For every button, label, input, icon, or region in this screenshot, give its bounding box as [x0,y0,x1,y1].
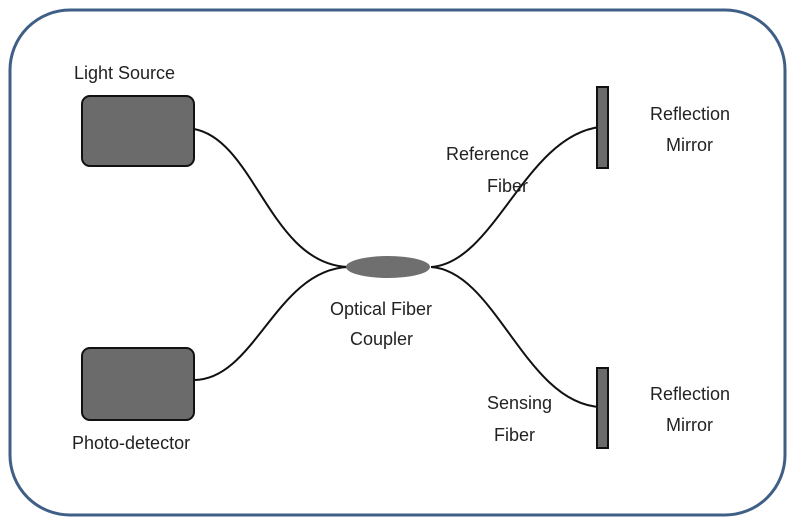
sensing-fiber [430,266,601,408]
photo-detector-box [81,347,195,421]
reflection-mirror-top-label-line2: Mirror [666,135,713,155]
coupler-label-line1: Optical Fiber [330,299,432,319]
photo-detector-fiber [193,266,349,381]
reference-fiber-label-line2: Fiber [487,176,528,196]
reflection-mirror-top-label-line1: Reflection [650,104,730,124]
reflection-mirror-bottom-label-line1: Reflection [650,384,730,404]
coupler-label-line2: Coupler [350,329,413,349]
sensing-fiber-label-line2: Fiber [494,425,535,445]
reference-fiber [430,126,601,268]
light-source-label: Light Source [74,63,175,83]
light-source-fiber [193,128,349,268]
photo-detector-label: Photo-detector [72,433,190,453]
reflection-mirror-bottom-label-line2: Mirror [666,415,713,435]
optical-fiber-coupler [346,256,430,278]
reflection-mirror-top [596,86,609,169]
reflection-mirror-bottom [596,367,609,449]
light-source-box [81,95,195,167]
sensing-fiber-label-line1: Sensing [487,393,552,413]
reference-fiber-label-line1: Reference [446,144,529,164]
